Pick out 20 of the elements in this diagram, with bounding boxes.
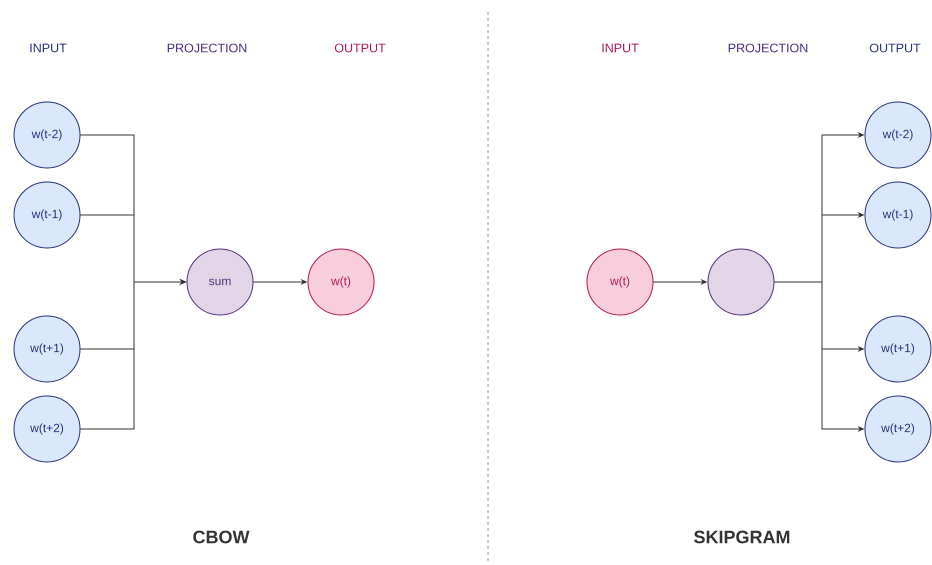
panel-label: SKIPGRAM: [694, 530, 790, 544]
column-header: INPUT: [602, 44, 638, 52]
circle-node: w(t-1): [14, 182, 80, 248]
circle-node: w(t-2): [864, 102, 932, 168]
circle-node: sum: [186, 248, 254, 316]
column-header: INPUT: [30, 44, 66, 52]
circle-node: w(t): [586, 248, 654, 316]
circle-node: w(t+1): [14, 316, 80, 382]
circle-node: w(t-2): [14, 102, 80, 168]
circle-node: w(t-1): [864, 182, 932, 248]
circle-node: w(t): [308, 248, 374, 316]
column-header: PROJECTION: [168, 44, 246, 52]
circle-node: [708, 248, 774, 316]
circle-node: w(t+2): [864, 396, 932, 462]
column-header: OUTPUT: [870, 44, 920, 52]
circle-node: w(t+2): [14, 396, 80, 462]
panel-label: CBOW: [193, 530, 250, 544]
circle-node: w(t+1): [864, 316, 932, 382]
column-header: OUTPUT: [334, 44, 386, 52]
column-header: PROJECTION: [728, 44, 808, 52]
